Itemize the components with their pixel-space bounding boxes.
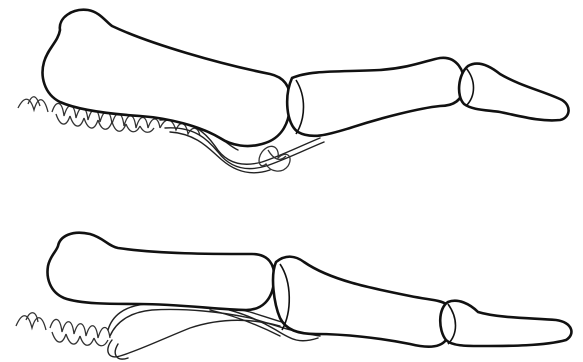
top-distal-phalanx [459,64,569,121]
bottom-proximal-bone [48,233,275,310]
top-middle-phalanx [287,58,464,136]
bottom-distal-phalanx [440,301,571,346]
bottom-tendon-coils [16,313,110,346]
bottom-middle-phalanx [273,257,450,347]
bottom-panel [16,233,571,359]
top-panel [18,10,569,173]
